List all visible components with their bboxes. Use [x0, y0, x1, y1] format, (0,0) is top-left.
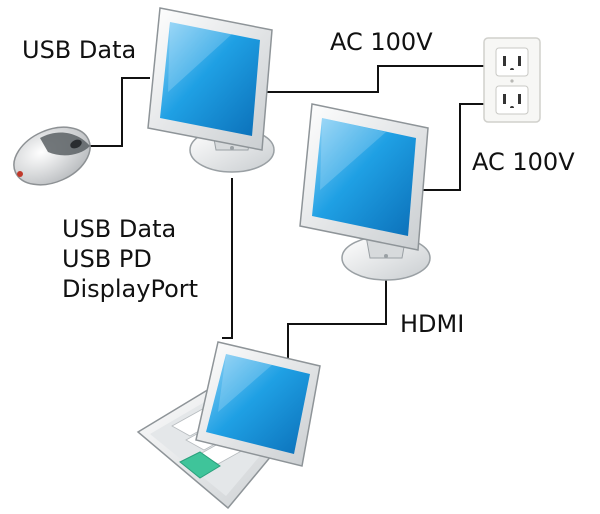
power-top-label: AC 100V: [330, 28, 433, 56]
laptop-link-labels: USB Data USB PD DisplayPort: [62, 214, 198, 304]
hdmi-label: HDMI: [400, 310, 465, 338]
power-outlet-icon: [483, 37, 541, 123]
laptop-link-usb-data: USB Data: [62, 215, 177, 243]
monitor-secondary-icon: [299, 103, 431, 281]
mouse-icon: [13, 126, 91, 186]
power-second-label: AC 100V: [472, 148, 575, 176]
mouse-link-label: USB Data: [22, 36, 137, 64]
monitor-primary-icon: [147, 7, 275, 173]
laptop-icon: [136, 341, 321, 510]
mouse-cable: [88, 77, 150, 147]
hdmi-cable: [287, 280, 387, 364]
cables: [88, 65, 502, 364]
power-cable-second: [418, 103, 502, 191]
laptop-link-displayport: DisplayPort: [62, 275, 199, 303]
laptop-link-usb-pd: USB PD: [62, 245, 152, 273]
usb-c-cable: [222, 178, 233, 339]
power-cable-top: [262, 65, 502, 93]
